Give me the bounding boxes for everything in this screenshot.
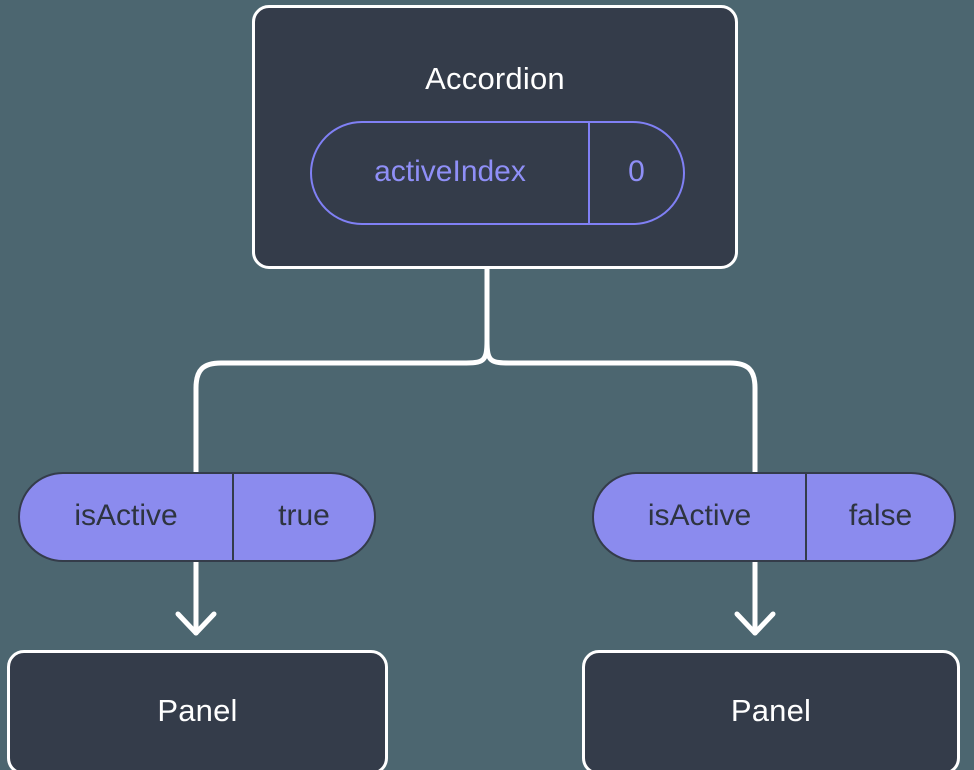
fork-connector — [484, 265, 758, 481]
prop-pill-isactive-left[interactable]: isActive true — [18, 472, 376, 562]
panel-component-node-right[interactable]: Panel — [582, 650, 960, 770]
state-pill-activeindex[interactable]: activeIndex 0 — [310, 121, 685, 225]
state-pill-activeindex-value: 0 — [588, 123, 683, 223]
prop-pill-isactive-right-key: isActive — [647, 498, 752, 532]
accordion-component-node[interactable]: Accordion activeIndex 0 — [252, 5, 738, 269]
panel-title-left: Panel — [157, 693, 238, 728]
state-pill-activeindex-key: activeIndex — [374, 154, 526, 188]
prop-pill-isactive-left-key: isActive — [74, 498, 178, 532]
prop-pill-isactive-left-value: true — [232, 474, 374, 560]
right-arrow-head-icon — [734, 611, 776, 636]
prop-pill-isactive-right-value: false — [805, 474, 954, 560]
fork-connector-left — [193, 265, 490, 481]
accordion-title: Accordion — [425, 61, 565, 96]
panel-component-node-left[interactable]: Panel — [7, 650, 388, 770]
prop-pill-isactive-right[interactable]: isActive false — [592, 472, 956, 562]
panel-title-right: Panel — [730, 693, 812, 728]
left-arrow-head-icon — [175, 611, 217, 636]
